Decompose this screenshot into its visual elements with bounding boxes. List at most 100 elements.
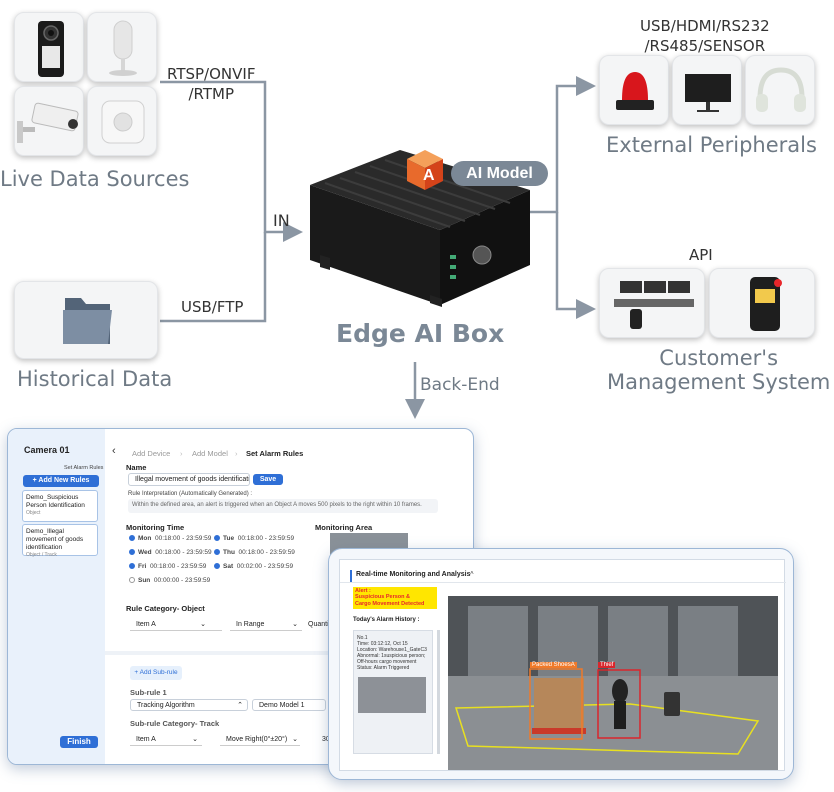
alert-box: Alert : Suspicious Person & Cargo Moveme…	[353, 587, 437, 609]
chevron-down-icon: ⌄	[292, 736, 298, 743]
alert-line2: Suspicious Person &	[355, 594, 411, 600]
motion-sensor-tile	[87, 86, 157, 156]
customer-label: Customer's Management System	[607, 346, 831, 394]
breadcrumb-step2[interactable]: Add Model	[192, 449, 228, 458]
day-time: 00:18:00 - 23:59:59	[155, 549, 212, 556]
microphone-tile	[87, 12, 157, 82]
alert-line1: Alert :	[355, 588, 371, 594]
model-select[interactable]: Demo Model 1	[252, 699, 326, 711]
radio-icon	[129, 563, 135, 570]
direction-select[interactable]: Move Right(0°±20°) ⌄	[220, 734, 300, 746]
day-name: Tue	[223, 535, 235, 542]
history-title: Today's Alarm History :	[353, 617, 420, 623]
alert-line3: Cargo Movement Detected	[355, 600, 425, 607]
interp-text: Within the defined area, an alert is tri…	[132, 502, 422, 508]
add-new-rules-button[interactable]: + Add New Rules	[23, 475, 99, 487]
chevron-up-icon[interactable]: ˄	[470, 570, 474, 577]
breadcrumb-sep-icon: ›	[180, 449, 183, 458]
finish-button[interactable]: Finish	[60, 736, 98, 748]
rule-card-title: Demo_Suspicious Person Identification	[26, 494, 85, 509]
display-monitor-icon	[685, 74, 731, 112]
day-row-sat[interactable]: Sat 00:02:00 - 23:59:59	[214, 563, 293, 570]
day-time: 00:02:00 - 23:59:59	[236, 563, 294, 570]
peripherals-label: External Peripherals	[606, 133, 817, 157]
radio-icon	[129, 535, 135, 542]
control-room-tile	[599, 268, 705, 338]
folder-icon	[63, 298, 112, 344]
item-a-select[interactable]: Item A⌄	[130, 619, 222, 631]
ai-model-badge: AI Model	[451, 161, 548, 186]
day-row-wed[interactable]: Wed 00:18:00 - 23:59:59	[129, 549, 212, 556]
alarm-siren-icon	[616, 72, 654, 110]
direction-value: Move Right(0°±20°)	[226, 736, 288, 743]
rule-name-input[interactable]: Illegal movement of goods identification	[128, 473, 250, 486]
day-name: Sun	[138, 577, 151, 584]
save-button[interactable]: Save	[253, 474, 283, 485]
day-name: Wed	[138, 549, 152, 556]
rule-card[interactable]: Demo_Suspicious Person Identification Ob…	[22, 490, 98, 522]
day-time: 00:18:00 - 23:59:59	[154, 535, 212, 542]
subrule1-label: Sub-rule 1	[130, 688, 167, 697]
breadcrumb-step1[interactable]: Add Device	[132, 449, 171, 458]
chevron-down-icon: ⌄	[192, 736, 198, 743]
history-no: No.1	[357, 635, 368, 641]
in-range-select[interactable]: In Range⌄	[230, 619, 302, 631]
tracking-algorithm-select[interactable]: Tracking Algorithm⌃	[130, 699, 248, 711]
item-a-value: Item A	[136, 621, 156, 628]
radio-icon	[214, 549, 220, 556]
usbftp-label: USB/FTP	[181, 298, 244, 316]
title-accent	[350, 570, 352, 582]
rule-card-sub: Object	[26, 510, 41, 516]
microphone-icon	[109, 20, 137, 76]
monitoring-title: Real-time Monitoring and Analysis	[356, 571, 471, 578]
history-card[interactable]: No.1 Time: 03:12:12, Oct 15 Location: Wa…	[353, 630, 433, 754]
back-chevron-icon[interactable]: ‹	[112, 445, 116, 457]
cctv-tile	[14, 86, 84, 156]
cctv-camera-icon	[17, 102, 79, 143]
tracking-algorithm-value: Tracking Algorithm	[137, 702, 195, 709]
siren-tile	[599, 55, 669, 125]
rule-card[interactable]: Demo_Illegal movement of goods identific…	[22, 524, 98, 558]
chevron-down-icon: ⌄	[292, 621, 298, 628]
subrule-category-label: Sub-rule Category- Track	[130, 719, 220, 728]
motion-sensor-icon	[101, 100, 145, 144]
day-row-tue[interactable]: Tue 00:18:00 - 23:59:59	[214, 535, 294, 542]
day-name: Fri	[138, 563, 147, 570]
history-location: Location: Warehouse1_GateC3	[357, 647, 427, 653]
day-name: Sat	[223, 563, 234, 570]
monitoring-panel: Real-time Monitoring and Analysis ˄ Aler…	[328, 548, 794, 780]
add-subrule-button[interactable]: + Add Sub-rule	[130, 666, 182, 680]
history-thumbnail[interactable]	[358, 677, 426, 713]
quantity-select[interactable]: Quantity Co	[302, 619, 332, 631]
day-time: 00:18:00 - 23:59:59	[238, 549, 295, 556]
camera-feed[interactable]: Packed ShoesA Thief	[448, 596, 778, 770]
day-time: 00:00:00 - 23:59:59	[153, 577, 211, 584]
interp-box: Within the defined area, an alert is tri…	[128, 499, 438, 513]
headphones-tile	[745, 55, 815, 125]
radio-icon	[129, 549, 135, 556]
day-name: Thu	[223, 549, 235, 556]
title-divider	[340, 582, 786, 583]
day-row-mon[interactable]: Mon 00:18:00 - 23:59:59	[129, 535, 211, 542]
day-time: 00:18:00 - 23:59:59	[237, 535, 295, 542]
history-scrollbar[interactable]	[437, 630, 440, 754]
day-row-thu[interactable]: Thu 00:18:00 - 23:59:59	[214, 549, 295, 556]
name-section-label: Name	[126, 463, 147, 472]
item-a2-select[interactable]: Item A⌄	[130, 734, 202, 746]
body-camera-tile	[14, 12, 84, 82]
rule-card-title: Demo_Illegal movement of goods identific…	[26, 528, 84, 551]
rule-category-label: Rule Category- Object	[126, 604, 205, 613]
breadcrumb-step3: Set Alarm Rules	[246, 449, 304, 458]
day-row-sun[interactable]: Sun 00:00:00 - 23:59:59	[129, 577, 210, 584]
ai-cube: A	[405, 148, 445, 192]
edge-ai-box-icon	[310, 150, 530, 307]
set-alarm-rules-small: Set Alarm Rules	[64, 465, 104, 471]
box-label-thief: Thief	[598, 662, 616, 668]
history-abnormal2: Off-hours cargo movement	[357, 659, 417, 665]
radio-icon	[129, 577, 135, 584]
backend-label: Back-End	[420, 375, 500, 395]
day-row-fri[interactable]: Fri 00:18:00 - 23:59:59	[129, 563, 206, 570]
box-label-shoes: Packed ShoesA	[530, 662, 577, 668]
monitor-tile	[672, 55, 742, 125]
